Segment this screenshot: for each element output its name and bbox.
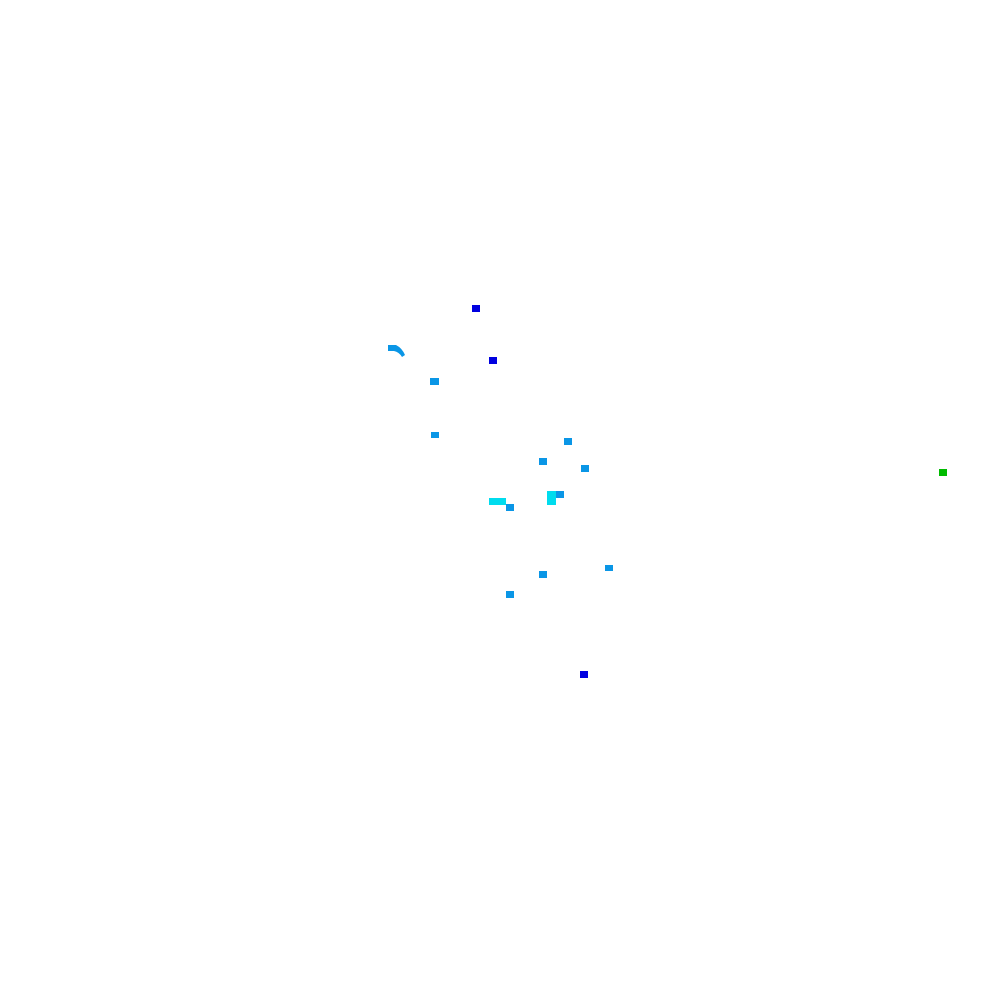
green-square-marker: [939, 469, 947, 476]
markers-layer: [388, 305, 947, 678]
medium-blue-square-marker: [605, 565, 613, 571]
medium-blue-arc-marker: [388, 345, 405, 357]
medium-blue-square-marker: [539, 458, 547, 465]
medium-blue-square-marker: [581, 465, 589, 472]
cyan-block-marker: [547, 491, 556, 505]
dark-blue-square-marker: [489, 357, 497, 364]
medium-blue-square-marker: [564, 438, 572, 445]
dark-blue-square-marker: [472, 305, 480, 312]
medium-blue-square-marker: [506, 591, 514, 598]
dark-blue-square-marker: [580, 671, 588, 678]
medium-blue-square-marker: [430, 378, 439, 385]
cyan-bar-marker: [489, 498, 506, 505]
medium-blue-square-marker: [431, 432, 439, 438]
medium-blue-square-marker: [539, 571, 547, 578]
medium-blue-square-marker: [506, 504, 514, 511]
medium-blue-square-marker: [556, 491, 564, 498]
